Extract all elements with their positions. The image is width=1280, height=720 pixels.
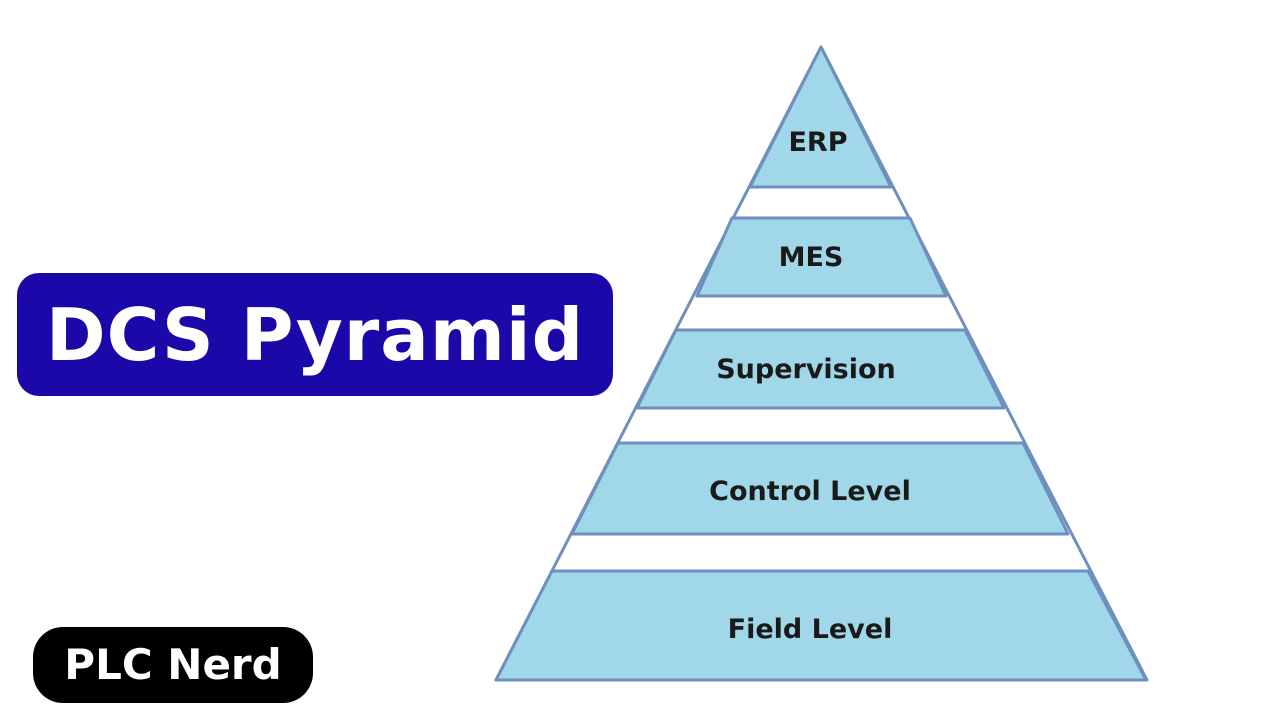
- level-label-supervision: Supervision: [716, 354, 896, 385]
- level-erp: ERP: [748, 45, 893, 189]
- level-field: Field Level: [494, 569, 1148, 682]
- brand-name: PLC Nerd: [64, 640, 282, 689]
- level-mes: MES: [695, 216, 948, 298]
- level-label-mes: MES: [779, 242, 844, 273]
- level-label-control: Control Level: [709, 476, 911, 507]
- level-band-field: [494, 569, 1148, 682]
- level-band-erp: [748, 45, 893, 189]
- level-supervision: Supervision: [635, 328, 1006, 410]
- level-band-supervision: [635, 328, 1006, 410]
- level-band-mes: [695, 216, 948, 298]
- level-label-field: Field Level: [728, 614, 893, 645]
- level-band-control: [570, 441, 1070, 536]
- page-title: DCS Pyramid: [45, 292, 585, 377]
- level-control: Control Level: [570, 441, 1070, 536]
- title-badge: DCS Pyramid: [17, 273, 613, 396]
- brand-badge: PLC Nerd: [33, 627, 313, 703]
- level-label-erp: ERP: [788, 127, 847, 158]
